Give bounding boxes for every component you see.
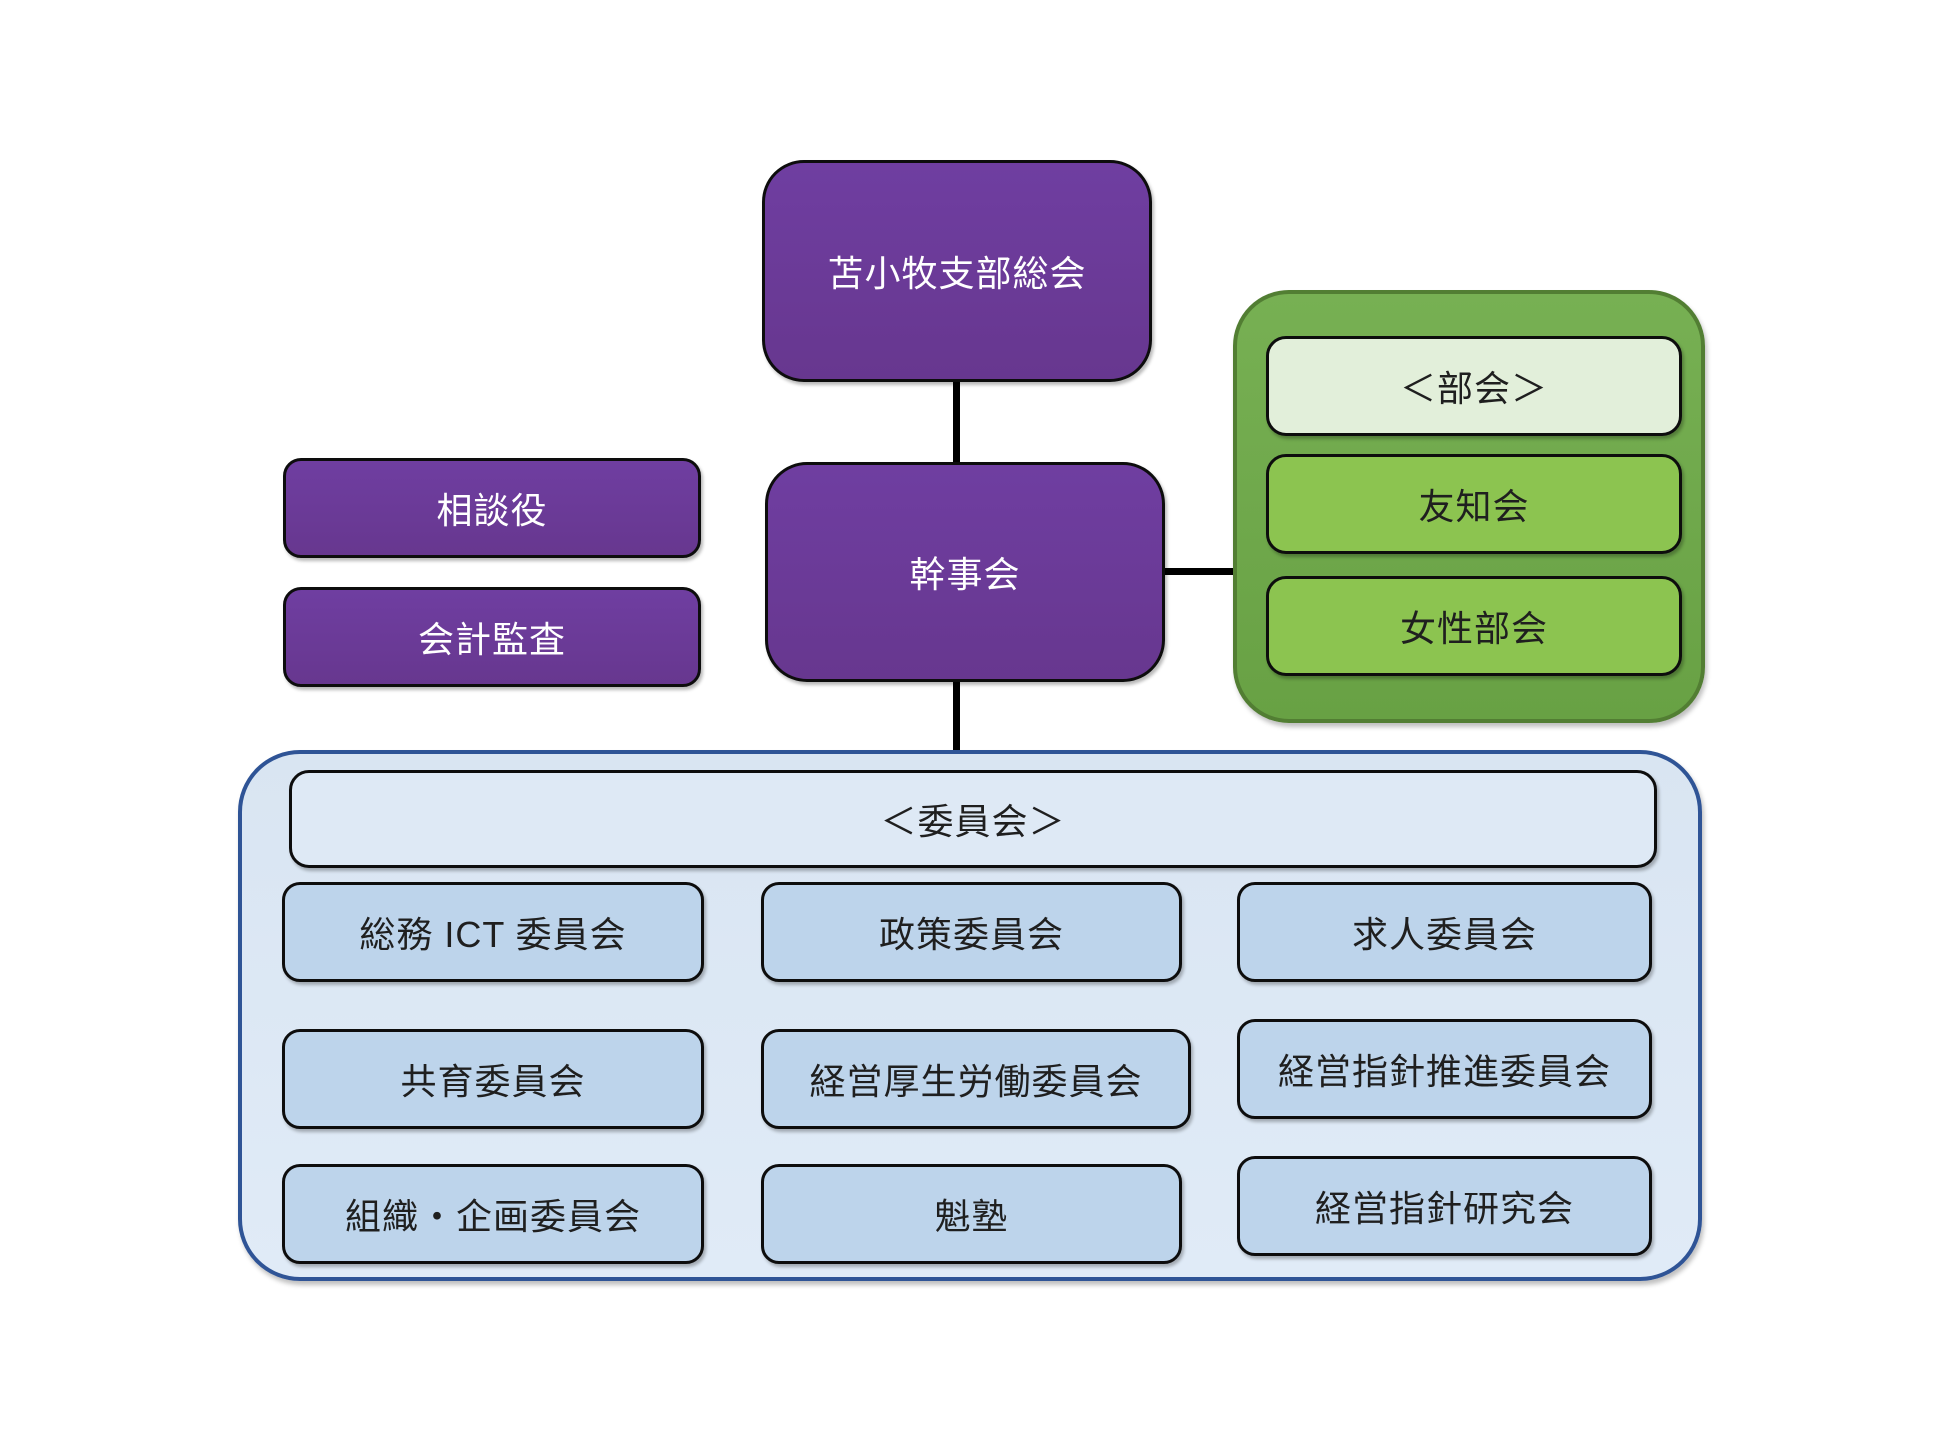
committee-seisaku: 政策委員会 (761, 882, 1182, 982)
committee-label: 求人委員会 (1351, 914, 1537, 955)
committee-somu-ict: 総務 ICT 委員会 (282, 882, 704, 982)
committee-kyujin: 求人委員会 (1237, 882, 1652, 982)
committee-soshiki-kikaku: 組織・企画委員会 (282, 1164, 704, 1264)
committee-label: 魁塾 (934, 1196, 1009, 1237)
bukai-item-josei-bukai: 女性部会 (1266, 576, 1682, 676)
committee-kyoiku: 共育委員会 (282, 1029, 704, 1129)
node-general-assembly: 苫小牧支部総会 (762, 160, 1152, 382)
node-secretariat-label: 幹事会 (909, 554, 1021, 595)
bukai-item-tomochikai: 友知会 (1266, 454, 1682, 554)
connector-secretariat-to-bukai (1163, 568, 1235, 575)
iinkai-group-header: ＜委員会＞ (289, 770, 1657, 868)
committee-label: 総務 ICT 委員会 (359, 914, 627, 955)
committee-label: 経営指針推進委員会 (1277, 1051, 1611, 1092)
node-general-assembly-label: 苫小牧支部総会 (827, 253, 1087, 294)
committee-label: 経営厚生労働委員会 (809, 1061, 1143, 1102)
committee-keiei-kosei-rodo: 経営厚生労働委員会 (761, 1029, 1191, 1129)
committee-keiei-shishin-suishin: 経営指針推進委員会 (1237, 1019, 1652, 1119)
bukai-group-header: ＜部会＞ (1266, 336, 1682, 436)
node-advisor: 相談役 (283, 458, 701, 558)
committee-kaijuku: 魁塾 (761, 1164, 1182, 1264)
committee-keiei-shishin-kenkyukai: 経営指針研究会 (1237, 1156, 1652, 1256)
committee-label: 経営指針研究会 (1314, 1188, 1574, 1229)
node-secretariat: 幹事会 (765, 462, 1165, 682)
connector-secretariat-to-iinkai (953, 680, 960, 768)
committee-label: 共育委員会 (400, 1061, 586, 1102)
committee-label: 政策委員会 (878, 914, 1064, 955)
bukai-item-label: 女性部会 (1399, 608, 1548, 649)
bukai-group-container: ＜部会＞ 友知会 女性部会 (1233, 290, 1705, 723)
node-accounting-audit: 会計監査 (283, 587, 701, 687)
node-advisor-label: 相談役 (436, 490, 548, 531)
bukai-item-label: 友知会 (1418, 486, 1530, 527)
iinkai-header-label: ＜委員会＞ (880, 801, 1066, 842)
bukai-header-label: ＜部会＞ (1399, 368, 1548, 409)
iinkai-group-container: ＜委員会＞ 総務 ICT 委員会 政策委員会 求人委員会 共育委員会 経営厚生労… (238, 750, 1702, 1281)
connector-assembly-to-secretariat (953, 382, 960, 464)
node-accounting-audit-label: 会計監査 (417, 619, 566, 660)
committee-label: 組織・企画委員会 (344, 1196, 641, 1237)
